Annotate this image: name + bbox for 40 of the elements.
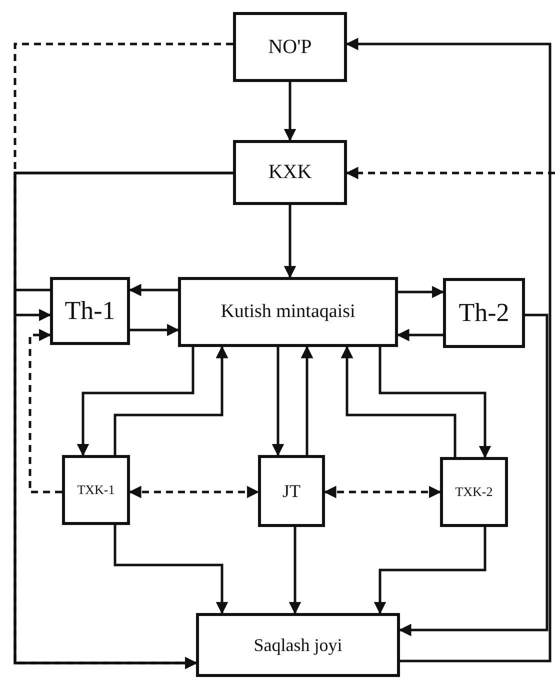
arrow	[114, 346, 228, 455]
arrow	[288, 527, 302, 614]
arrow	[346, 38, 552, 662]
arrow	[340, 346, 456, 457]
arrow	[398, 314, 548, 636]
dashed-arrow	[346, 166, 555, 180]
arrow	[398, 286, 444, 298]
process-box	[443, 278, 525, 348]
process-box	[50, 277, 130, 345]
process-box	[178, 277, 398, 347]
box-label: KXK	[268, 160, 312, 185]
arrow	[128, 284, 178, 296]
box-label: Kutish mintaqaisi	[220, 300, 356, 324]
process-box	[196, 613, 400, 677]
box-label: NO'P	[268, 34, 312, 60]
process-box	[233, 12, 347, 82]
arrow	[284, 82, 296, 142]
arrow	[374, 527, 486, 614]
dashed-arrow	[324, 486, 442, 498]
box-label: Th-1	[64, 294, 116, 327]
arrow	[272, 347, 284, 456]
dashed-arrow	[28, 328, 62, 494]
arrow	[14, 288, 198, 670]
arrow	[378, 347, 492, 458]
box-label: Th-2	[458, 296, 510, 329]
arrow	[396, 328, 443, 342]
box-label: Saqlash joyi	[254, 634, 342, 656]
box-label: TXK-2	[455, 484, 493, 500]
process-box	[62, 455, 130, 525]
box-label: TXK-1	[77, 482, 115, 498]
arrow	[130, 324, 180, 336]
arrow	[300, 346, 314, 455]
dashed-arrow	[128, 486, 260, 498]
box-label: JT	[282, 480, 300, 502]
process-box	[440, 457, 508, 527]
process-box	[258, 455, 325, 527]
arrow	[114, 525, 228, 614]
process-box	[233, 140, 347, 205]
arrow	[76, 347, 194, 456]
arrow	[284, 205, 296, 278]
